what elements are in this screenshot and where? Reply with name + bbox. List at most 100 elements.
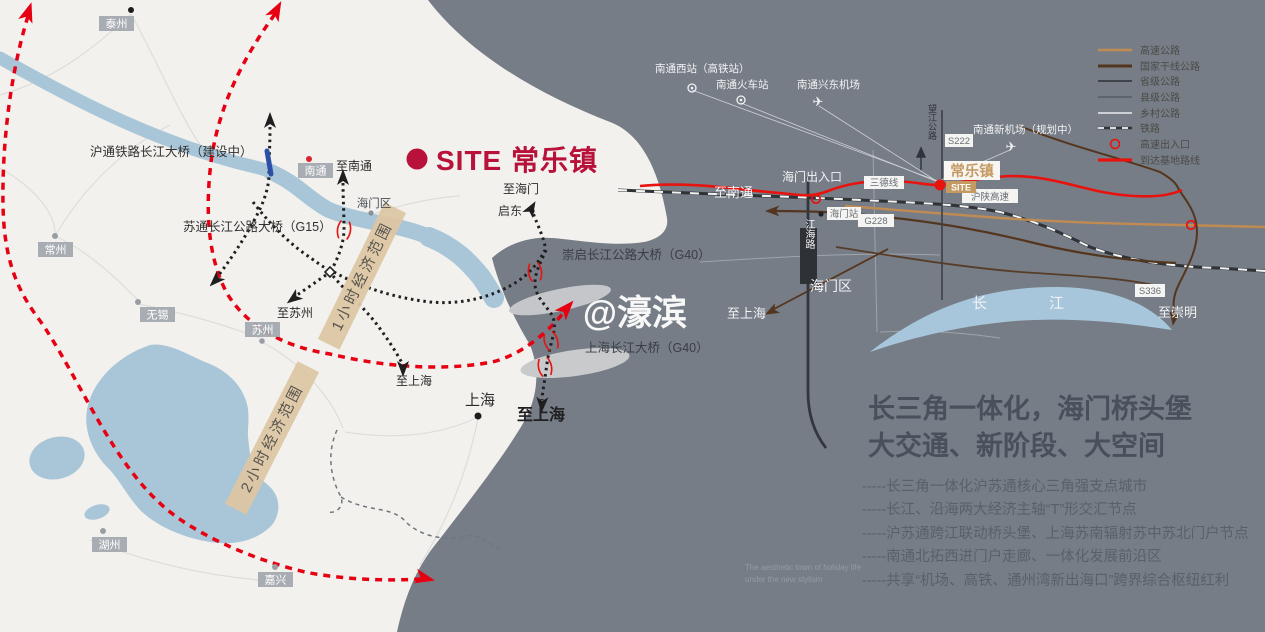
qidong-label: 启东: [498, 204, 522, 218]
info-bullet-3: -----沪苏通跨江联动桥头堡、上海苏南辐射苏中苏北门户节点: [862, 525, 1249, 542]
jianghai-label: 江海路: [803, 219, 815, 250]
yangtze-label: 长江: [972, 295, 1126, 312]
panel-to-shanghai-label: 至上海: [727, 306, 766, 321]
panel-haimen-district-label: 海门区: [810, 278, 852, 294]
to-haimen-label: 至海门: [503, 181, 539, 196]
jiaxing-box: [258, 572, 293, 587]
legend-provincial-label: 省级公路: [1140, 75, 1180, 88]
to-suzhou-label: 至苏州: [277, 306, 313, 320]
jianghai-road: [806, 177, 828, 449]
info-bullet-5: -----共享“机场、高铁、通州湾新出海口”跨界综合枢纽红利: [862, 572, 1229, 589]
s222-label: S222: [948, 136, 970, 147]
site-tag-box: [946, 181, 976, 193]
site-title-group: SITE 常乐镇: [406, 145, 598, 176]
suzhou-label: 苏州: [252, 324, 274, 337]
shanghai-dot: [474, 412, 482, 420]
info-bullet-2: -----长江、沿海两大经济主轴“T”形交汇节点: [862, 500, 1137, 518]
dotted-routes: [216, 126, 556, 401]
suzhou-box: [245, 322, 280, 337]
changzhou-box: [38, 242, 73, 257]
wuxi-label: 无锡: [147, 308, 169, 322]
suzhou-dot: [259, 338, 265, 344]
sande-box: [864, 176, 904, 189]
haimen-station-box: [827, 207, 861, 220]
g228-box: [858, 214, 894, 227]
huzhou-label: 湖州: [99, 539, 121, 552]
site-name-box: [944, 161, 1000, 180]
site-marker: 常乐镇 SITE: [934, 161, 1000, 193]
changzhou-dot: [52, 233, 58, 239]
nantong-dot: [306, 156, 312, 162]
legend-railway-label: 铁路: [1140, 122, 1160, 135]
wangjiang-up-arrow: [915, 146, 927, 170]
tagline-line2: under the new stylism: [745, 575, 823, 584]
tagline-line1: The aesthetic town of holiday life: [745, 563, 862, 572]
changzhou-label: 常州: [45, 244, 67, 257]
legend-expressway-label: 高速公路: [1140, 44, 1180, 57]
wuxi-dot: [135, 299, 141, 305]
shanghai-label: 上海: [465, 392, 495, 409]
left-map: 1小时经济范围 2小时经济范围 泰州 常州 无锡 苏州 湖州 嘉兴: [0, 0, 711, 632]
legend-arrival-label: 到达基地路线: [1140, 154, 1200, 167]
route-junction-icon: [323, 265, 337, 279]
info-bullet-1: -----长三角一体化沪苏通核心三角强支点城市: [862, 478, 1147, 495]
hushan-label: 沪陕高速: [971, 191, 1010, 203]
site-dot: [934, 179, 946, 191]
yangtze-band: [870, 286, 1172, 352]
to-nantong-label: 至南通: [336, 158, 372, 173]
nantong-label: 南通: [305, 165, 327, 178]
haimen-district-label: 海门区: [357, 196, 392, 210]
site-name-label: 常乐镇: [950, 162, 994, 180]
east-exit-icon: [1185, 219, 1197, 231]
hutong-rail-bridge-label: 沪通铁路长江大桥（建设中）: [90, 144, 253, 159]
city-markers: 泰州 常州 无锡 苏州 湖州 嘉兴 南通 上海 启东 海门区: [38, 7, 535, 587]
legend-exit-label: 高速出入口: [1140, 138, 1190, 151]
s336-label: S336: [1139, 286, 1161, 297]
info-heading-line1: 长三角一体化，海门桥头堡: [868, 393, 1192, 424]
jianghai-box: [800, 228, 817, 284]
right-map: 长江: [617, 44, 1265, 449]
info-block: 长三角一体化，海门桥头堡 大交通、新阶段、大空间 -----长三角一体化沪苏通核…: [745, 393, 1249, 589]
taizhou-label: 泰州: [106, 17, 128, 31]
legend-national-label: 国家干线公路: [1140, 60, 1200, 73]
jiaxing-label: 嘉兴: [265, 573, 287, 587]
expressway-line: [844, 204, 1265, 229]
new-airport-label: 南通新机场（规划中）: [973, 123, 1078, 136]
sutong-bridge-label: 苏通长江公路大桥（G15）: [183, 219, 332, 234]
one-hour-arc: [206, 12, 566, 369]
to-shanghai-bold-label: 至上海: [517, 405, 565, 424]
nantong-box: [298, 163, 333, 178]
shanghai-bridge-label: 上海长江大桥（G40）: [585, 340, 709, 355]
g228-label: G228: [864, 216, 887, 227]
legend-village-label: 乡村公路: [1140, 107, 1180, 120]
wangjiang-label: 望江公路: [927, 103, 937, 141]
huzhou-dot: [100, 528, 106, 534]
station-connectors: [691, 89, 1011, 183]
site-title: SITE 常乐镇: [436, 145, 598, 176]
xingdong-airport-label: 南通兴东机场: [797, 78, 860, 91]
chongqi-bridge-label: 崇启长江公路大桥（G40）: [562, 247, 711, 262]
taizhou-dot: [128, 7, 134, 13]
haimen-exit-label: 海门出入口: [782, 169, 842, 184]
yangtze-river: [0, 51, 504, 308]
new-airport-icon: ✈: [1006, 139, 1017, 154]
west-station-label: 南通西站（高铁站）: [655, 62, 750, 75]
haimen-exit-icon: [810, 193, 822, 205]
wuxi-box: [140, 307, 175, 322]
panel-to-nantong-label: 至南通: [714, 185, 753, 200]
bridge-labels: 沪通铁路长江大桥（建设中） 苏通长江公路大桥（G15） 崇启长江公路大桥（G40…: [90, 144, 711, 355]
site-title-dot: [406, 148, 428, 170]
two-hour-arc: [1, 15, 423, 582]
sande-label: 三德线: [870, 177, 899, 189]
stations: 南通西站（高铁站） 南通火车站 南通兴东机场 ✈ 南通新机场（规划中） ✈: [655, 62, 1078, 154]
watermark-handle: @濠滨: [583, 293, 687, 333]
huzhou-box: [92, 537, 127, 552]
s222-box: [945, 134, 973, 147]
taizhou-box: [99, 16, 134, 31]
panel-to-chongming-label: 至崇明: [1158, 305, 1197, 320]
jiaxing-dot: [272, 564, 278, 570]
shoal-north: [509, 284, 611, 316]
site-tag-label: SITE: [951, 183, 971, 193]
rail-bridge-segment: [264, 148, 274, 177]
